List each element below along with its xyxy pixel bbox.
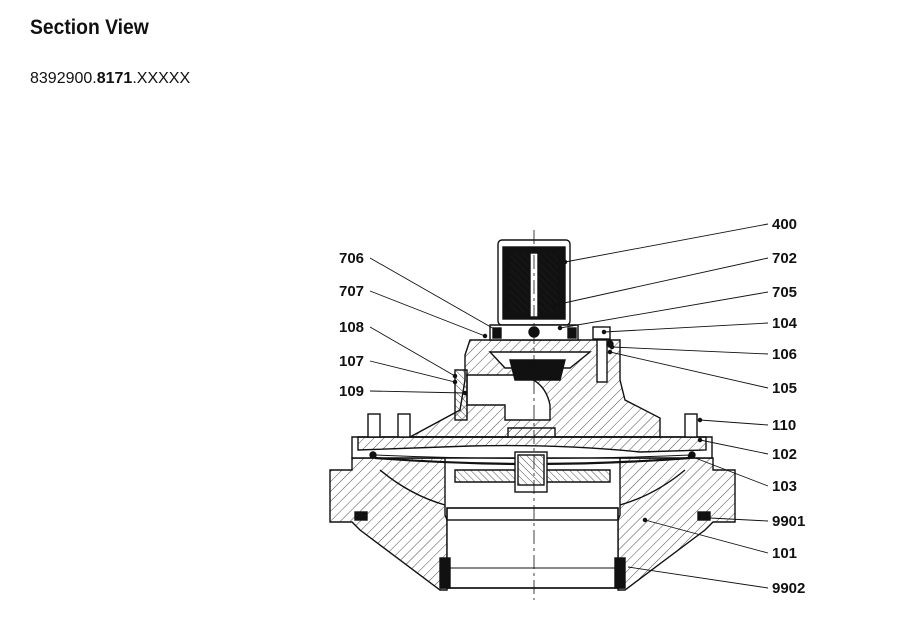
callout-9902: 9902: [772, 580, 805, 597]
page-title: Section View: [30, 16, 149, 39]
part-number-bold: 8171: [96, 70, 133, 87]
callout-9901: 9901: [772, 513, 805, 530]
pilot-cover: [409, 326, 661, 438]
callout-106: 106: [772, 346, 797, 363]
callout-705: 705: [772, 284, 797, 301]
part-number: 8392900.8171.XXXXX: [30, 70, 190, 88]
valve-body: [329, 457, 736, 591]
callout-110: 110: [772, 417, 796, 434]
callout-107: 107: [339, 353, 364, 370]
callout-104: 104: [772, 315, 798, 332]
callout-702: 702: [772, 250, 797, 267]
callout-101: 101: [772, 545, 797, 562]
callout-706: 706: [339, 250, 364, 267]
callout-707: 707: [339, 283, 364, 300]
diaphragm-housing: [351, 413, 713, 493]
callout-109: 109: [339, 383, 364, 400]
part-number-prefix: 8392900.: [30, 70, 97, 87]
callout-103: 103: [772, 478, 797, 495]
callout-400: 400: [772, 216, 797, 233]
callout-108: 108: [339, 319, 364, 336]
part-number-suffix: .XXXXX: [132, 70, 191, 87]
callout-102: 102: [772, 446, 797, 463]
callout-105: 105: [772, 380, 797, 397]
leader-lines: [369, 223, 769, 589]
